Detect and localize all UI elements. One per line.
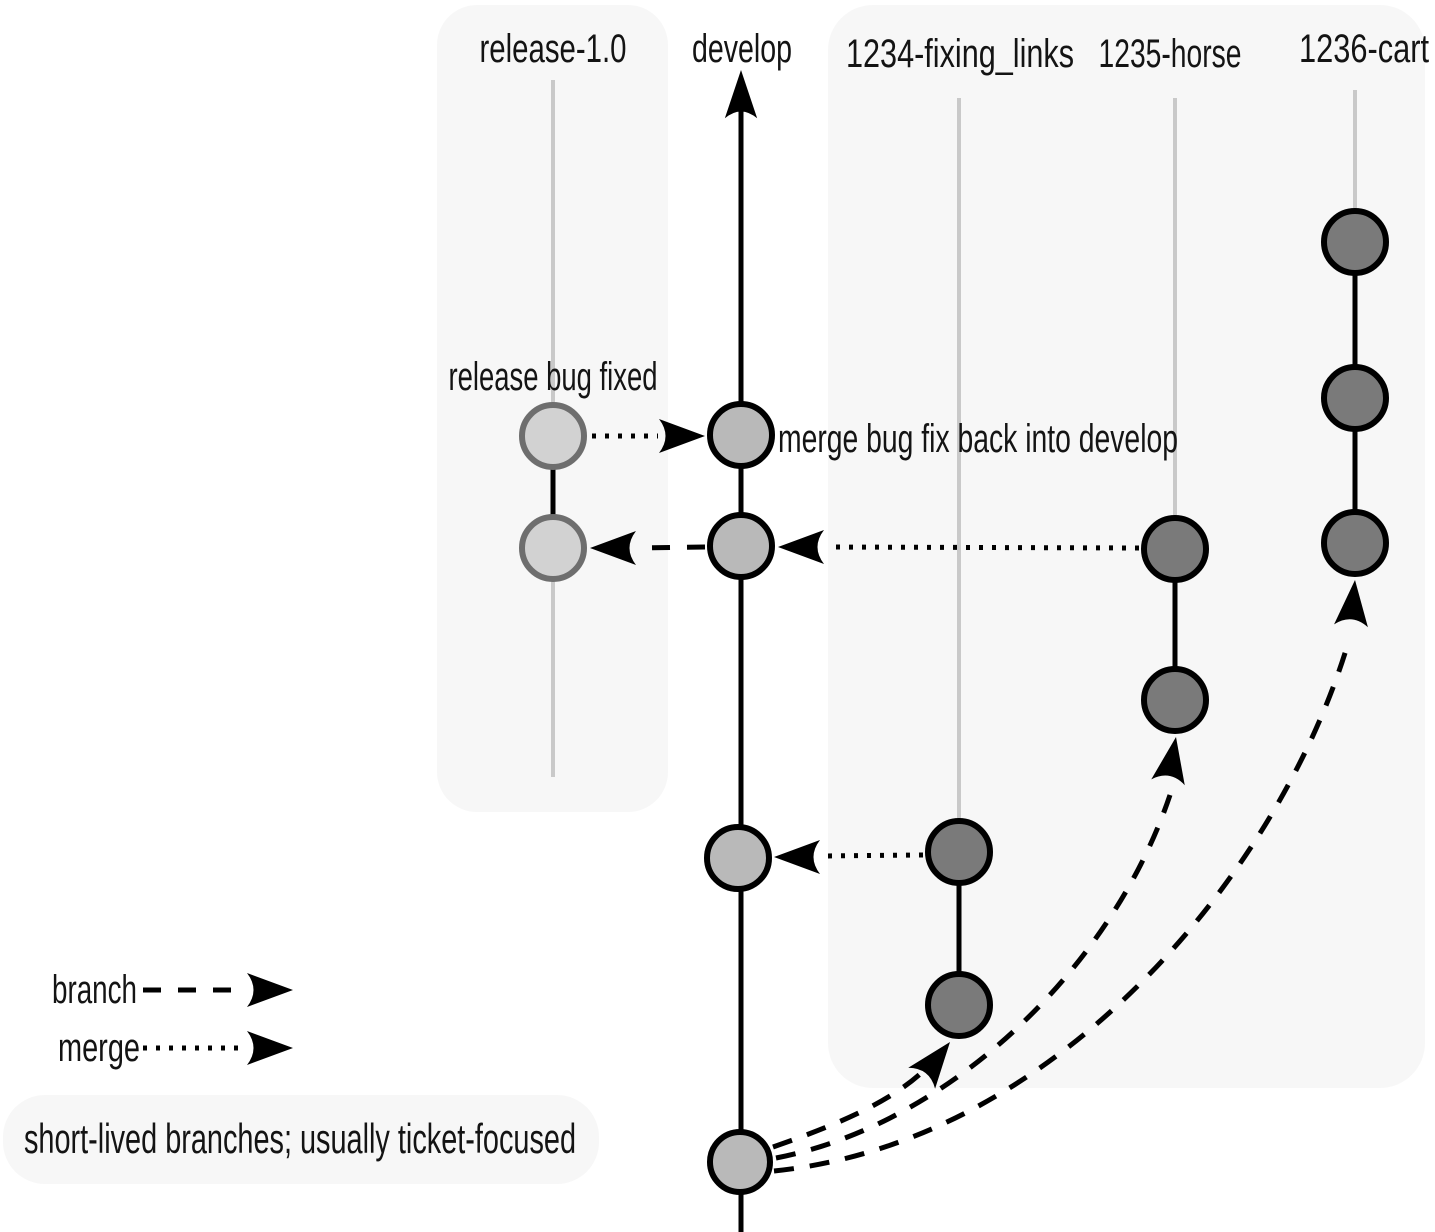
merge-arrow-fixinglinks-to-develop	[821, 852, 924, 859]
merge-arrowhead-horse-into-develop	[778, 530, 824, 564]
commit-fixinglinks-2	[925, 971, 993, 1039]
commit-release-2	[519, 514, 587, 582]
commit-release-1	[519, 402, 587, 470]
commit-develop-3	[704, 824, 772, 892]
annotation-short-lived-note: short-lived branches; usually ticket-foc…	[24, 1115, 576, 1162]
branch-label-release: release-1.0	[480, 27, 627, 71]
branch-arrow-develop-to-release	[637, 544, 706, 551]
branch-label-fixing-links: 1234-fixing_links	[846, 32, 1074, 76]
commit-horse-2	[1141, 666, 1209, 734]
commit-horse-1	[1141, 515, 1209, 583]
annotation-release-bug-fixed: release bug fixed	[449, 355, 658, 399]
legend-merge-arrowhead	[247, 1031, 293, 1065]
commit-fixinglinks-1	[925, 818, 993, 886]
feature-branches-panel	[828, 5, 1425, 1088]
legend-merge-label: merge	[58, 1026, 140, 1070]
merge-arrowhead-fixinglinks-into-develop	[774, 840, 820, 874]
branch-label-cart: 1236-cart	[1299, 27, 1429, 71]
commit-cart-1	[1321, 208, 1389, 276]
branch-label-horse: 1235-horse	[1099, 32, 1242, 76]
commit-cart-2	[1321, 364, 1389, 432]
commit-cart-3	[1321, 509, 1389, 577]
legend-branch-arrowhead	[247, 973, 293, 1007]
commit-develop-base	[707, 1129, 773, 1195]
legend-branch-label: branch	[52, 968, 137, 1012]
commit-develop-merge-bugfix	[707, 401, 775, 469]
commit-develop-2	[707, 512, 775, 580]
short-lived-note-pill	[3, 1095, 599, 1184]
branch-curve-develop-to-cart	[773, 639, 1352, 1174]
annotation-merge-bug-fix: merge bug fix back into develop	[778, 417, 1178, 461]
branch-label-develop: develop	[692, 27, 792, 71]
branch-curve-develop-to-horse	[775, 794, 1173, 1161]
merge-arrowhead-into-develop-top	[659, 419, 705, 453]
develop-up-arrowhead	[724, 70, 758, 119]
